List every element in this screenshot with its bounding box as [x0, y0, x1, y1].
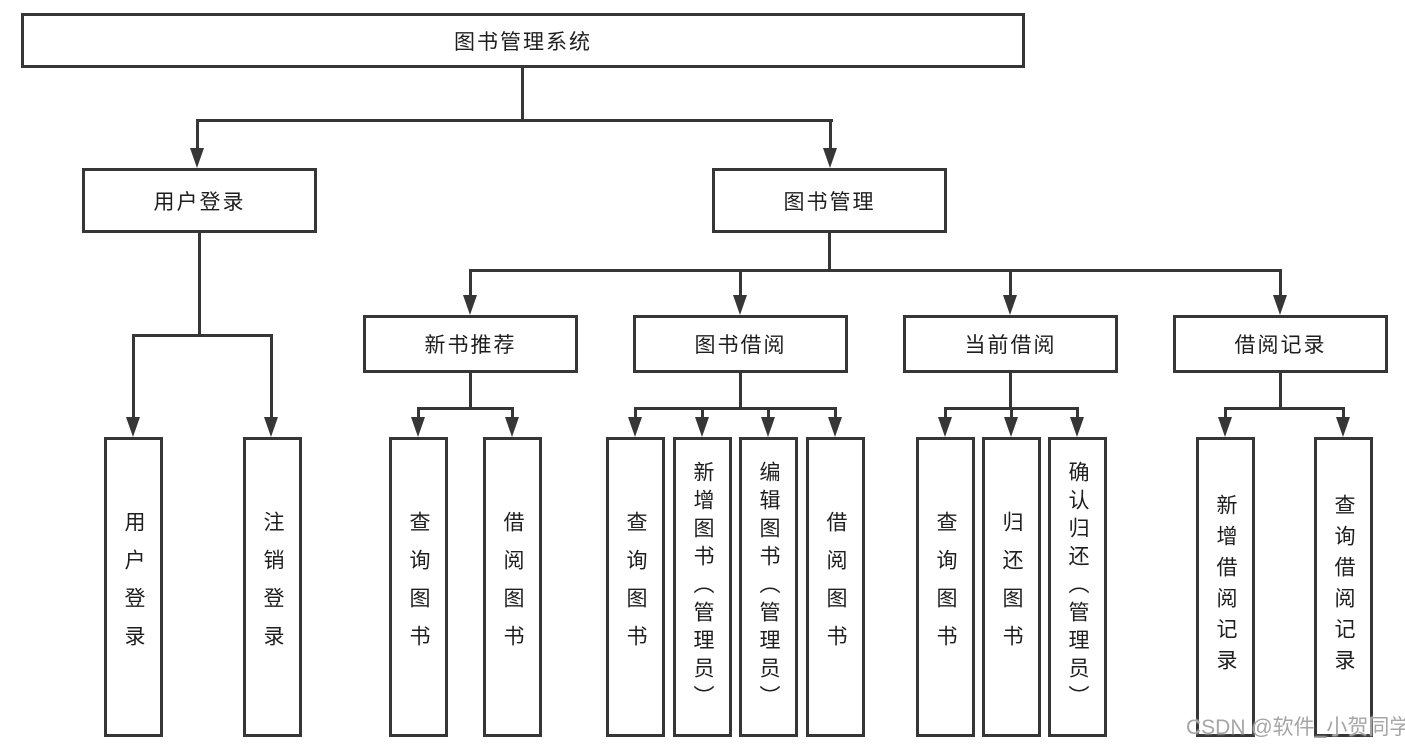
connector-line	[196, 119, 199, 150]
arrow-down-icon	[828, 417, 842, 437]
arrow-down-icon	[1004, 417, 1018, 437]
connector-line	[1009, 373, 1012, 410]
leaf-add-borrow-record: 新增借阅记录	[1196, 437, 1255, 737]
connector-line	[270, 334, 273, 417]
node-borrow-records: 借阅记录	[1173, 315, 1388, 373]
connector-line	[132, 334, 273, 337]
leaf-query-books-recommend: 查询图书	[389, 437, 448, 737]
connector-line	[1224, 407, 1345, 410]
connector-line	[1224, 407, 1227, 419]
connector-line	[469, 269, 472, 297]
leaf-borrow-books: 借阅图书	[806, 437, 865, 737]
leaf-query-borrow-record: 查询借阅记录	[1314, 437, 1373, 737]
connector-line	[511, 407, 514, 419]
connector-line	[521, 68, 524, 122]
connector-line	[196, 119, 833, 122]
connector-line	[1342, 407, 1345, 419]
arrow-down-icon	[505, 417, 519, 437]
connector-line	[198, 233, 201, 337]
arrow-down-icon	[1003, 295, 1017, 315]
arrow-down-icon	[1218, 417, 1232, 437]
node-library-system: 图书管理系统	[21, 13, 1025, 68]
arrow-down-icon	[695, 417, 709, 437]
arrow-down-icon	[761, 417, 775, 437]
connector-line	[634, 407, 837, 410]
node-user-login: 用户登录	[82, 168, 317, 233]
arrow-down-icon	[938, 417, 952, 437]
arrow-down-icon	[190, 148, 204, 168]
leaf-query-books-borrowing: 查询图书	[606, 437, 665, 737]
connector-line	[701, 407, 704, 419]
node-new-book-recommendation: 新书推荐	[363, 315, 578, 373]
node-book-borrowing: 图书借阅	[633, 315, 848, 373]
node-book-management: 图书管理	[712, 168, 947, 233]
connector-line	[1279, 373, 1282, 410]
arrow-down-icon	[628, 417, 642, 437]
arrow-down-icon	[1070, 417, 1084, 437]
connector-line	[469, 269, 1282, 272]
connector-line	[767, 407, 770, 419]
leaf-add-books-admin: 新增图书（管理员）	[673, 437, 732, 737]
connector-line	[829, 119, 832, 150]
connector-line	[739, 373, 742, 410]
leaf-return-books: 归还图书	[982, 437, 1041, 737]
connector-line	[469, 373, 472, 410]
connector-line	[132, 334, 135, 417]
connector-line	[634, 407, 637, 419]
arrow-down-icon	[264, 417, 278, 437]
connector-line	[739, 269, 742, 297]
connector-line	[1009, 269, 1012, 297]
arrow-down-icon	[126, 417, 140, 437]
connector-line	[417, 407, 420, 419]
leaf-logout: 注销登录	[243, 437, 302, 737]
arrow-down-icon	[411, 417, 425, 437]
arrow-down-icon	[1273, 295, 1287, 315]
arrow-down-icon	[1336, 417, 1350, 437]
arrow-down-icon	[823, 148, 837, 168]
leaf-query-books-current: 查询图书	[916, 437, 975, 737]
arrow-down-icon	[733, 295, 747, 315]
connector-line	[1076, 407, 1079, 419]
connector-line	[944, 407, 947, 419]
connector-line	[417, 407, 514, 410]
leaf-borrow-books-recommend: 借阅图书	[483, 437, 542, 737]
arrow-down-icon	[463, 295, 477, 315]
node-current-borrowing: 当前借阅	[903, 315, 1118, 373]
leaf-user-login: 用户登录	[104, 437, 163, 737]
connector-line	[1279, 269, 1282, 297]
leaf-edit-books-admin: 编辑图书（管理员）	[739, 437, 798, 737]
connector-line	[834, 407, 837, 419]
leaf-confirm-return-admin: 确认归还（管理员）	[1048, 437, 1107, 737]
connector-line	[828, 233, 831, 272]
csdn-watermark: CSDN @软件_小贺同学	[1186, 716, 1405, 739]
connector-line	[1010, 407, 1013, 419]
